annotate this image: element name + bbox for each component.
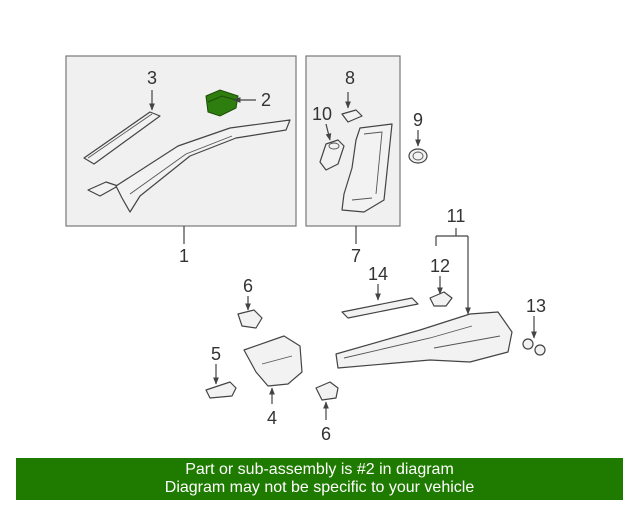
callout-5: 5 (211, 344, 221, 364)
part-7-b-pillar-trim[interactable] (341, 123, 393, 213)
part-4-kick-panel[interactable] (243, 335, 303, 387)
callout-6-lower: 6 (321, 424, 331, 444)
part-14-scuff-strip[interactable] (341, 297, 419, 319)
part-12-clip[interactable] (429, 291, 453, 307)
part-11-sill-plate[interactable] (335, 311, 513, 369)
part-8-clip[interactable] (341, 109, 363, 123)
callout-9: 9 (413, 110, 423, 130)
callout-13: 13 (526, 296, 546, 316)
part-6-clip-lower[interactable] (315, 381, 339, 401)
notice-line-2: Diagram may not be specific to your vehi… (164, 479, 475, 496)
notice-line-1: Part or sub-assembly is #2 in diagram (185, 461, 454, 478)
callout-3: 3 (147, 68, 157, 88)
part-5-clip[interactable] (205, 381, 237, 399)
part-9-cap[interactable] (408, 148, 428, 164)
group-box-1 (65, 55, 297, 227)
callout-7: 7 (351, 246, 361, 266)
callout-2: 2 (261, 90, 271, 110)
part-6-clip-upper[interactable] (237, 309, 263, 329)
diagram-notice-banner: Part or sub-assembly is #2 in diagram Di… (16, 458, 623, 500)
callout-12: 12 (430, 256, 450, 276)
parts-diagram: 1 2 3 4 5 6 6 7 8 9 10 11 12 13 14 (65, 55, 546, 444)
part-3-pillar-strip[interactable] (83, 111, 161, 165)
part-13-bolt[interactable] (522, 338, 546, 356)
callout-6-upper: 6 (243, 276, 253, 296)
part-1-a-pillar-trim[interactable] (115, 119, 291, 213)
callout-11: 11 (447, 206, 466, 226)
callout-10: 10 (312, 104, 332, 124)
callout-4: 4 (267, 408, 277, 428)
callout-8: 8 (345, 68, 355, 88)
part-10-clip[interactable] (319, 139, 345, 171)
callout-1: 1 (179, 246, 189, 266)
callout-14: 14 (368, 264, 388, 284)
part-2-highlighted-bracket[interactable] (205, 89, 239, 117)
